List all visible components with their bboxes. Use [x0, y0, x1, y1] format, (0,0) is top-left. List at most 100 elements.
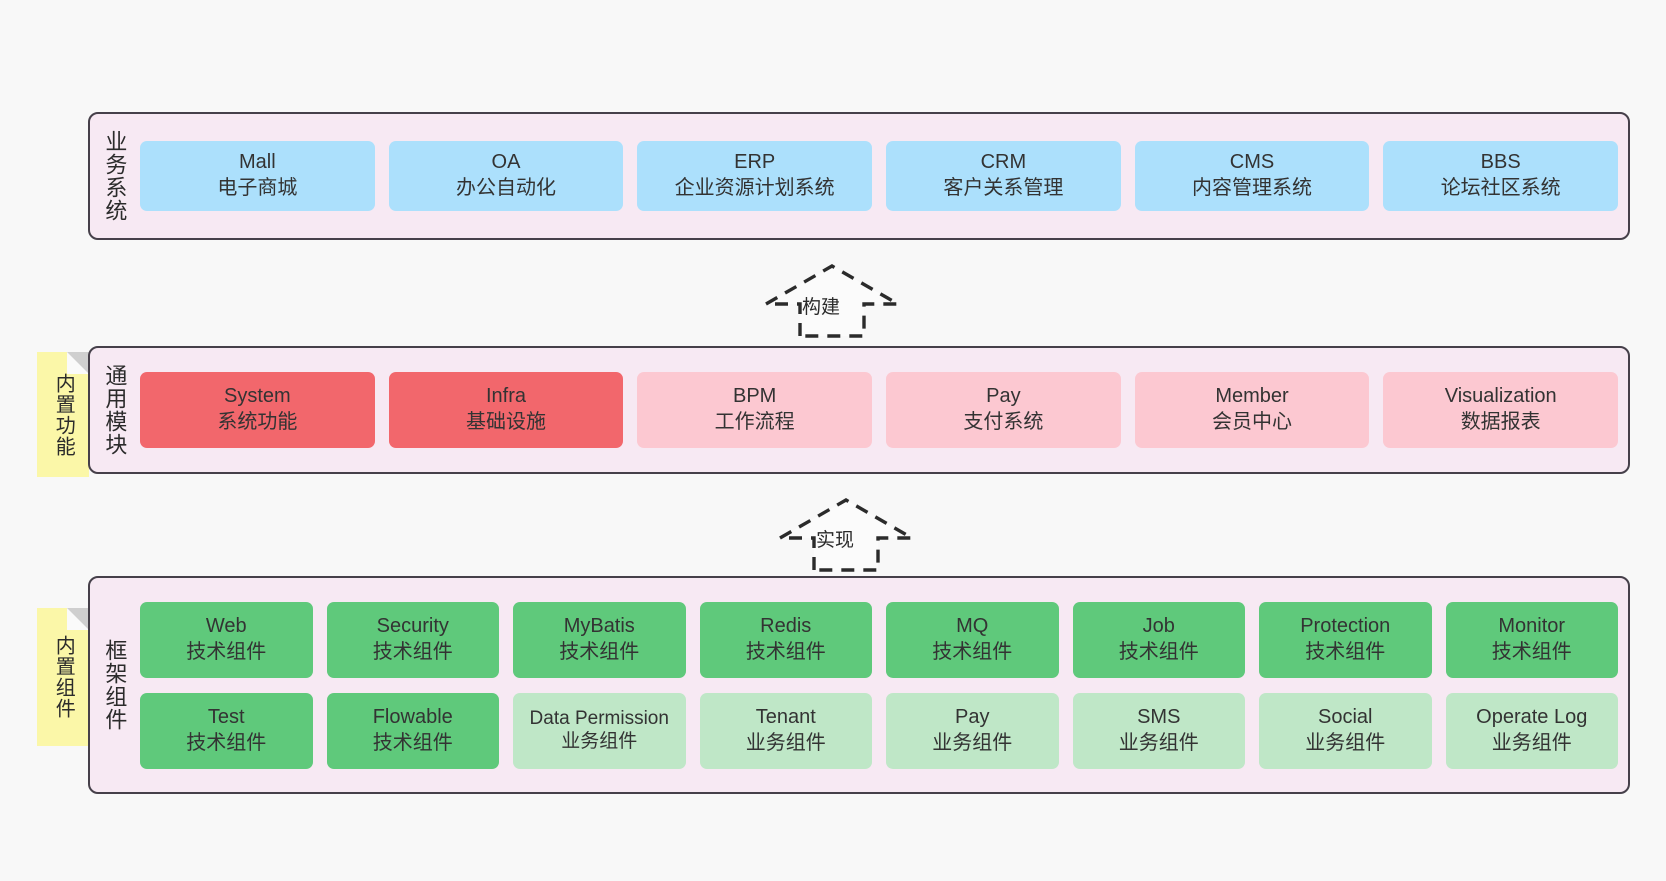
node-job[interactable]: Job 技术组件: [1072, 601, 1245, 678]
node-title-en: MQ: [956, 614, 989, 637]
node-crm[interactable]: CRM 客户关系管理: [886, 141, 1121, 211]
node-title-en: System: [223, 385, 291, 408]
node-title-en: Operate Log: [1476, 705, 1588, 728]
node-title-en: Visualization: [1444, 385, 1557, 408]
layer-body-business-system: Mall 电子商城 OA 办公自动化 ERP 企业资源计划系统 CRM 客户关系…: [138, 114, 1628, 238]
node-bpm[interactable]: BPM 工作流程: [637, 372, 873, 448]
node-mq[interactable]: MQ 技术组件: [886, 601, 1059, 678]
node-title-cn: 办公自动化: [456, 177, 556, 199]
node-row-technical: Web 技术组件 Security 技术组件 MyBatis 技术组件 Redi…: [140, 601, 1618, 678]
layer-framework-component[interactable]: 框架组件 Web 技术组件 Security 技术组件 MyBatis 技术组件…: [88, 576, 1630, 794]
node-title-en: Pay: [986, 385, 1021, 408]
node-title-cn: 技术组件: [932, 640, 1013, 663]
node-security[interactable]: Security 技术组件: [326, 601, 499, 678]
node-title-cn: 技术组件: [745, 640, 826, 663]
node-flowable[interactable]: Flowable 技术组件: [326, 692, 499, 769]
node-title-en: Data Permission: [529, 707, 669, 729]
layer-common-module[interactable]: 通用模块 System 系统功能 Infra 基础设施 BPM 工作流程 Pay…: [88, 346, 1630, 474]
node-tenant[interactable]: Tenant 业务组件: [699, 692, 872, 769]
layer-title-framework-component: 框架组件: [102, 639, 128, 731]
node-title-cn: 技术组件: [559, 640, 640, 663]
node-title-en: SMS: [1137, 705, 1181, 728]
node-operate-log[interactable]: Operate Log 业务组件: [1445, 692, 1618, 769]
node-title-en: Web: [205, 614, 247, 637]
node-title-cn: 业务组件: [745, 731, 826, 754]
node-row: Mall 电子商城 OA 办公自动化 ERP 企业资源计划系统 CRM 客户关系…: [140, 141, 1619, 211]
node-pay-component[interactable]: Pay 业务组件: [886, 692, 1059, 769]
node-title-cn: 会员中心: [1212, 411, 1293, 433]
layer-body-framework-component: Web 技术组件 Security 技术组件 MyBatis 技术组件 Redi…: [138, 578, 1628, 792]
node-title-cn: 系统功能: [217, 411, 298, 433]
node-data-permission[interactable]: Data Permission 业务组件: [513, 692, 686, 769]
node-member[interactable]: Member 会员中心: [1134, 372, 1370, 448]
node-title-cn: 业务组件: [561, 730, 638, 752]
node-title-cn: 业务组件: [1118, 731, 1199, 754]
node-title-en: ERP: [734, 151, 776, 174]
node-title-en: Infra: [485, 385, 527, 408]
connector-implement-label: 实现: [816, 530, 855, 551]
node-title-en: Flowable: [372, 705, 453, 728]
node-social[interactable]: Social 业务组件: [1259, 692, 1432, 769]
node-title-cn: 技术组件: [1491, 640, 1572, 663]
layer-title-common-module: 通用模块: [102, 364, 128, 456]
node-monitor[interactable]: Monitor 技术组件: [1445, 601, 1618, 678]
node-title-cn: 基础设施: [466, 411, 546, 433]
node-title-en: Security: [376, 614, 449, 637]
sticky-note-label: 内置组件: [52, 635, 75, 719]
node-protection[interactable]: Protection 技术组件: [1259, 601, 1432, 678]
node-pay-module[interactable]: Pay 支付系统: [886, 372, 1121, 448]
node-title-cn: 技术组件: [1118, 640, 1199, 663]
connector-build-label: 构建: [802, 297, 841, 318]
node-title-cn: 业务组件: [1305, 731, 1386, 754]
node-title-en: Job: [1142, 614, 1175, 637]
node-title-cn: 企业资源计划系统: [674, 177, 835, 199]
node-visualization[interactable]: Visualization 数据报表: [1383, 372, 1619, 448]
node-system[interactable]: System 系统功能: [140, 372, 375, 448]
node-title-en: CRM: [980, 151, 1027, 174]
node-title-cn: 技术组件: [186, 731, 267, 754]
node-title-en: BPM: [733, 385, 777, 408]
node-redis[interactable]: Redis 技术组件: [699, 601, 872, 678]
node-title-en: Pay: [955, 705, 990, 728]
node-oa[interactable]: OA 办公自动化: [388, 141, 624, 211]
node-title-en: Mall: [239, 151, 276, 174]
node-title-cn: 论坛社区系统: [1440, 177, 1561, 199]
sticky-note-label: 内置功能: [52, 372, 75, 457]
sticky-note-builtin-component: 内置组件: [37, 608, 89, 746]
node-row-business: Test 技术组件 Flowable 技术组件 Data Permission …: [140, 692, 1618, 769]
node-title-en: Tenant: [755, 705, 816, 728]
node-web[interactable]: Web 技术组件: [140, 601, 313, 678]
node-test[interactable]: Test 技术组件: [140, 692, 313, 769]
node-title-en: Social: [1318, 705, 1373, 728]
node-title-en: Redis: [760, 614, 812, 637]
node-erp[interactable]: ERP 企业资源计划系统: [637, 141, 873, 211]
layer-body-common-module: System 系统功能 Infra 基础设施 BPM 工作流程 Pay 支付系统…: [138, 348, 1628, 472]
node-title-en: BBS: [1480, 151, 1521, 174]
node-title-en: CMS: [1229, 151, 1275, 174]
sticky-fold-icon: [67, 352, 89, 374]
node-title-en: Protection: [1300, 614, 1391, 637]
node-sms[interactable]: SMS 业务组件: [1072, 692, 1245, 769]
node-title-cn: 电子商城: [217, 177, 298, 199]
node-title-cn: 技术组件: [372, 731, 453, 754]
node-mybatis[interactable]: MyBatis 技术组件: [513, 601, 686, 678]
node-cms[interactable]: CMS 内容管理系统: [1134, 141, 1370, 211]
layer-business-system[interactable]: 业务系统 Mall 电子商城 OA 办公自动化 ERP 企业资源计划系统 CRM…: [88, 112, 1630, 240]
node-mall[interactable]: Mall 电子商城: [140, 141, 375, 211]
sticky-fold-icon: [67, 608, 89, 630]
node-title-en: Member: [1215, 385, 1289, 408]
node-infra[interactable]: Infra 基础设施: [388, 372, 624, 448]
node-title-cn: 支付系统: [963, 411, 1044, 433]
layer-title-business-system: 业务系统: [102, 130, 128, 222]
node-title-en: MyBatis: [563, 614, 635, 637]
sticky-note-builtin-function: 内置功能: [37, 352, 89, 477]
node-title-cn: 内容管理系统: [1192, 177, 1313, 199]
node-title-cn: 技术组件: [372, 640, 453, 663]
node-title-en: OA: [491, 151, 521, 174]
node-bbs[interactable]: BBS 论坛社区系统: [1383, 141, 1619, 211]
node-title-cn: 客户关系管理: [943, 177, 1064, 199]
node-title-cn: 数据报表: [1460, 411, 1541, 433]
node-title-en: Test: [207, 705, 245, 728]
node-title-cn: 业务组件: [1491, 731, 1572, 754]
